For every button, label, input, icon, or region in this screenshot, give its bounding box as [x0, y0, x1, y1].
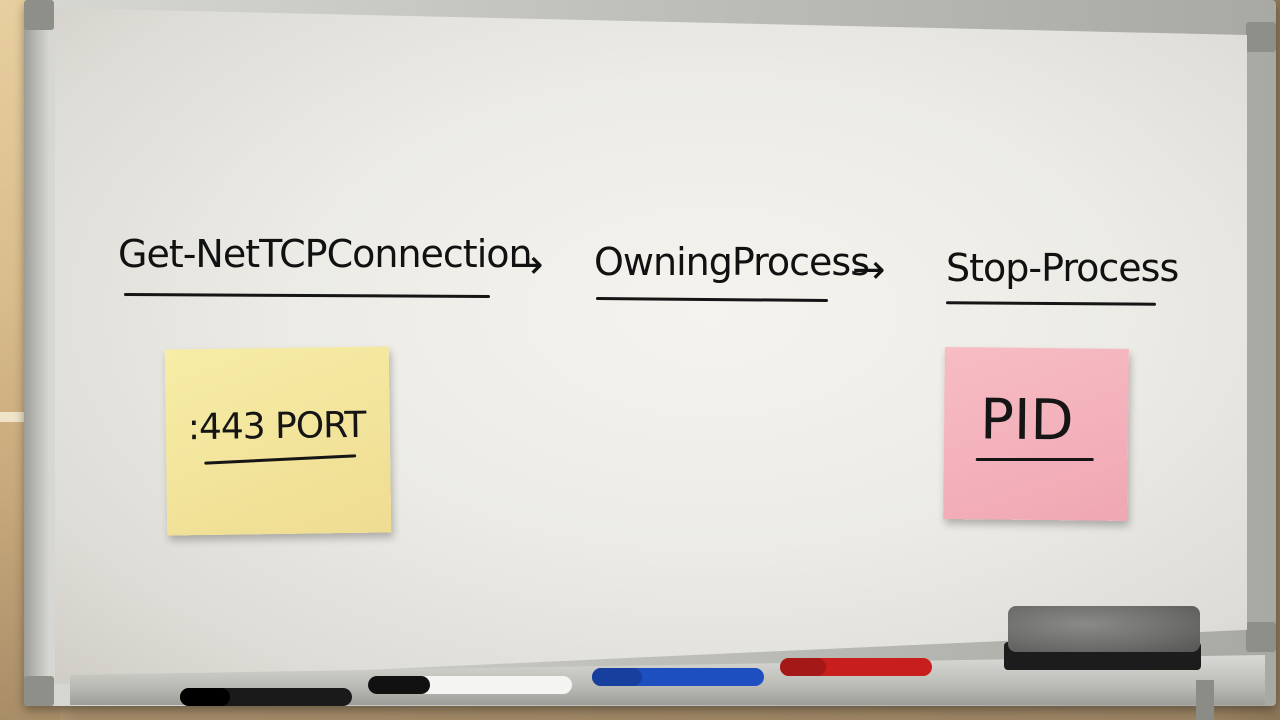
arrow-right-icon: → — [510, 242, 544, 288]
arrow-right-icon: → — [852, 247, 886, 293]
marker-red[interactable] — [780, 658, 932, 676]
marker-cap — [592, 668, 642, 686]
frame-corner — [24, 0, 54, 30]
step-stop-process: Stop-Process — [946, 246, 1179, 290]
stand-leg — [1196, 680, 1214, 720]
frame-corner — [1246, 22, 1276, 52]
marker-cap — [780, 658, 826, 676]
sticky-note-port: :443 PORT — [164, 346, 392, 536]
sticky-note-text: PID — [979, 387, 1074, 454]
marker-blue[interactable] — [592, 668, 764, 686]
marker-cap — [368, 676, 430, 694]
sticky-note-underline — [204, 454, 357, 465]
step-owningprocess: OwningProcess — [594, 240, 870, 284]
shelf-edge — [0, 412, 40, 422]
sticky-note-pid: PID — [943, 347, 1129, 521]
step-get-nettcpconnection: Get-NetTCPConnection — [118, 232, 533, 276]
sticky-note-text: :443 PORT — [187, 404, 366, 449]
frame-corner — [24, 676, 54, 706]
marker-cap — [180, 688, 230, 706]
whiteboard-surface — [55, 8, 1247, 684]
sticky-note-underline — [975, 457, 1094, 461]
eraser-felt[interactable] — [1008, 606, 1200, 652]
frame-corner — [1246, 622, 1276, 652]
marker-white[interactable] — [368, 676, 572, 694]
marker-black[interactable] — [180, 688, 352, 706]
